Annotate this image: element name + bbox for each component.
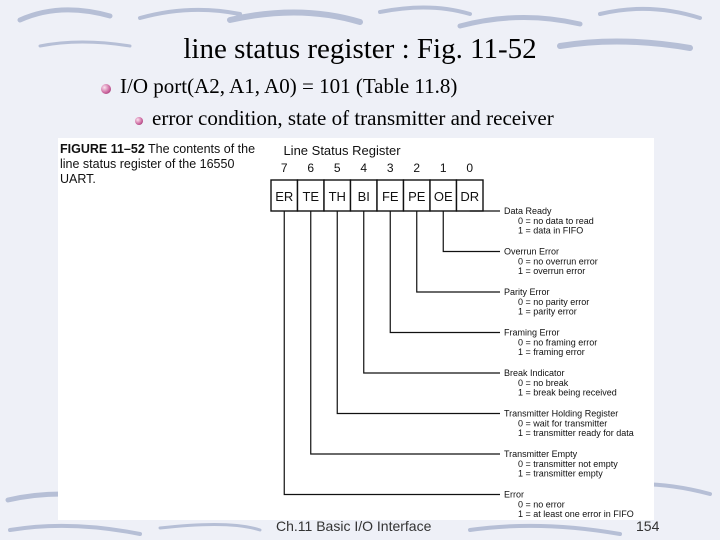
- bit-label: ER: [275, 189, 293, 204]
- description-line: 0 = no parity error: [518, 297, 589, 307]
- description-title: Error: [504, 490, 524, 500]
- slide-title: line status register : Fig. 11-52: [183, 33, 537, 65]
- footer-chapter: Ch.11 Basic I/O Interface: [276, 518, 432, 534]
- leader-line: [283, 211, 500, 496]
- description-line: 0 = wait for transmitter: [518, 419, 607, 429]
- description-line: 0 = no overrun error: [518, 257, 598, 267]
- bullet-dot-icon: [101, 84, 111, 94]
- leader-line: [336, 211, 500, 415]
- bullet-dot-icon: [135, 117, 143, 125]
- description-title: Transmitter Holding Register: [504, 409, 618, 419]
- description-line: 1 = parity error: [518, 307, 577, 317]
- bit-number: 1: [440, 161, 447, 175]
- leader-line: [310, 211, 500, 455]
- bit-number: 3: [387, 161, 394, 175]
- description-title: Parity Error: [504, 287, 550, 297]
- register-diagram: Line Status Register 7 6 5 4 3 2 1 0ER TE TH BI FE P…: [270, 143, 634, 519]
- description-line: 1 = overrun error: [518, 266, 585, 276]
- figure-line-status-register: FIGURE 11–52 The contents of the line st…: [58, 138, 654, 520]
- bit-label: DR: [460, 189, 479, 204]
- description-title: Framing Error: [504, 328, 560, 338]
- description-title: Overrun Error: [504, 247, 559, 257]
- description-line: 1 = transmitter ready for data: [518, 428, 634, 438]
- leader-line: [389, 211, 500, 334]
- leader-line: [363, 211, 500, 374]
- footer-page-number: 154: [636, 518, 660, 534]
- bit-number: 6: [307, 161, 314, 175]
- description-line: 1 = transmitter empty: [518, 469, 603, 479]
- figure-caption: FIGURE 11–52 The contents of the line st…: [60, 142, 260, 187]
- bit-number: 5: [334, 161, 341, 175]
- figure-caption-label: FIGURE 11–52: [60, 142, 145, 156]
- description-line: 1 = data in FIFO: [518, 226, 583, 236]
- description-line: 0 = transmitter not empty: [518, 459, 618, 469]
- description-line: 0 = no break: [518, 378, 569, 388]
- bit-label: BI: [358, 189, 370, 204]
- bit-label: TH: [329, 189, 346, 204]
- description-line: 0 = no framing error: [518, 338, 597, 348]
- bit-cell: [323, 179, 352, 212]
- description-line: 0 = no data to read: [518, 216, 594, 226]
- description-line: 1 = at least one error in FIFO: [518, 509, 634, 519]
- bit-label: OE: [434, 189, 453, 204]
- bullet-port-address: I/O port(A2, A1, A0) = 101 (Table 11.8): [120, 74, 458, 98]
- bullet-error-condition: error condition, state of transmitter an…: [152, 106, 554, 130]
- bit-label: FE: [382, 189, 399, 204]
- figure-caption-text: The contents of the line status register…: [60, 142, 256, 186]
- description-line: 1 = framing error: [518, 347, 585, 357]
- description-line: 1 = break being received: [518, 388, 617, 398]
- bit-number: 7: [281, 161, 288, 175]
- bit-number: 0: [466, 161, 473, 175]
- bit-number: 2: [413, 161, 420, 175]
- description-title: Transmitter Empty: [504, 449, 578, 459]
- bit-number: 4: [360, 161, 367, 175]
- register-title: Line Status Register: [283, 143, 401, 158]
- bit-label: PE: [408, 189, 426, 204]
- bit-label: TE: [302, 189, 319, 204]
- description-line: 0 = no error: [518, 500, 565, 510]
- bit-cell: [376, 179, 405, 212]
- description-title: Break Indicator: [504, 368, 565, 378]
- leader-line: [442, 211, 500, 253]
- description-title: Data Ready: [504, 206, 552, 216]
- leader-line: [416, 211, 500, 293]
